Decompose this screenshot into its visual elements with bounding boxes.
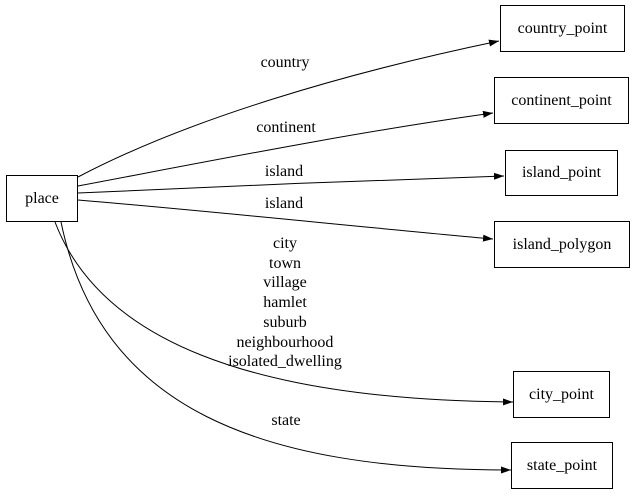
edge-label-island-polygon: island	[264, 195, 304, 213]
edge-place-continent-point	[77, 110, 494, 187]
edge-place-state-point	[60, 221, 512, 474]
edge-place-city-point	[54, 221, 514, 406]
edge-place-island-point	[77, 172, 505, 194]
node-place: place	[6, 175, 78, 222]
node-state-point: state_point	[511, 442, 613, 489]
edge-label-country: country	[260, 54, 310, 72]
edge-place-island-polygon	[77, 199, 494, 242]
node-island-polygon: island_polygon	[494, 221, 630, 268]
node-country-point: country_point	[500, 5, 625, 52]
edge-place-country-point	[77, 39, 500, 178]
edge-label-state: state	[271, 412, 301, 430]
node-city-point: city_point	[513, 371, 610, 418]
edge-label-city-group: city town village hamlet suburb neighbou…	[228, 235, 342, 371]
edge-label-continent: continent	[256, 119, 316, 137]
node-island-point: island_point	[505, 150, 618, 196]
node-continent-point: continent_point	[494, 77, 629, 124]
edge-label-island-point: island	[264, 163, 304, 181]
